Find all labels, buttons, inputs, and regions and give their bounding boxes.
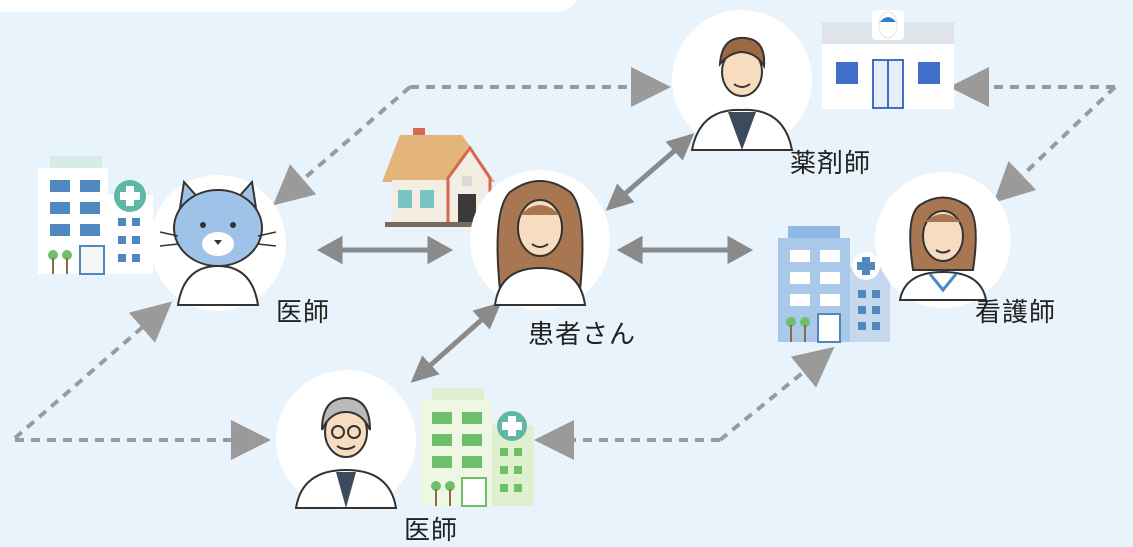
nurse-avatar <box>875 172 1011 308</box>
solid-arrows <box>316 133 754 383</box>
dotted-arrow-to-nurse <box>993 85 1117 204</box>
cat-doctor-avatar <box>150 175 286 311</box>
label-doctor-bottom: 医師 <box>404 516 459 546</box>
label-patient: 患者さん <box>528 320 637 350</box>
hospital-bottom-icon <box>420 388 534 507</box>
label-doctor-top: 医師 <box>276 298 331 328</box>
dotted-connectors <box>13 67 1117 460</box>
label-nurse: 看護師 <box>975 298 1057 328</box>
dotted-arrow-to-cat <box>272 85 412 206</box>
elderly-doctor-avatar <box>276 370 416 510</box>
hospital-left-icon <box>38 156 153 275</box>
pharmacist-avatar <box>672 10 812 151</box>
house-icon <box>382 128 495 227</box>
top-card <box>0 0 580 12</box>
pharmacy-building-icon <box>822 10 954 109</box>
dotted-arrow-up-left <box>13 301 173 440</box>
dotted-arrow-up-right <box>718 346 835 442</box>
arrow-patient-right <box>616 235 754 265</box>
arrow-cat-patient <box>316 235 454 265</box>
arrow-patient-bottomdoctor <box>410 302 502 383</box>
patient-avatar <box>470 170 610 310</box>
label-pharmacist: 薬剤師 <box>790 149 872 179</box>
hospital-right-icon <box>778 226 890 343</box>
arrow-patient-pharmacist <box>605 133 695 211</box>
